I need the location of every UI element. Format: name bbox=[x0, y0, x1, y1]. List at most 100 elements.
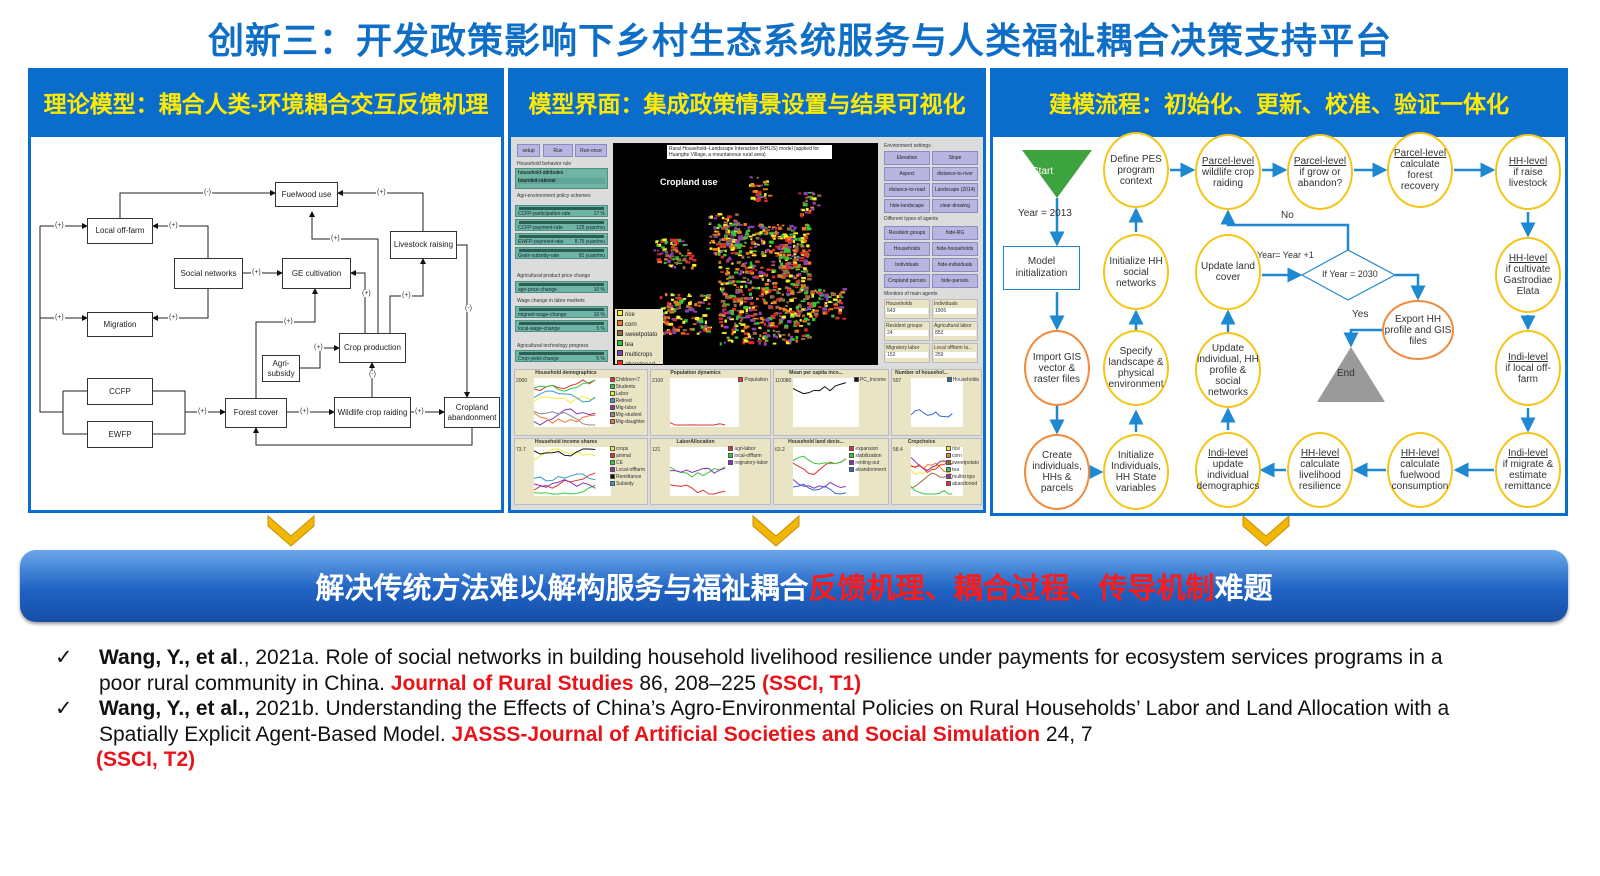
parcel-mark bbox=[801, 227, 807, 231]
agent-button[interactable]: hide-individuals bbox=[932, 258, 978, 272]
plot-series-line bbox=[911, 457, 952, 470]
parcel-mark bbox=[793, 226, 797, 230]
agent-button[interactable]: hide-households bbox=[932, 242, 978, 256]
env-button[interactable]: Slope bbox=[932, 151, 978, 165]
parcel-mark bbox=[743, 262, 748, 265]
plot-series-line bbox=[670, 468, 725, 473]
parcel-mark bbox=[760, 266, 764, 269]
parcel-mark bbox=[687, 252, 692, 255]
parcel-mark bbox=[761, 254, 767, 257]
agent-button[interactable]: Households bbox=[884, 242, 930, 256]
parcel-mark bbox=[758, 270, 763, 275]
step-text: Export HH profile and GIS files bbox=[1384, 313, 1452, 347]
parcel-mark bbox=[762, 240, 766, 245]
parcel-mark bbox=[743, 332, 748, 335]
parcel-mark bbox=[792, 297, 798, 299]
agent-button[interactable]: hide-RG bbox=[932, 226, 978, 240]
env-button[interactable]: Landscape (2014) bbox=[932, 183, 978, 197]
parcel-mark bbox=[760, 277, 763, 280]
env-button[interactable]: Elevation bbox=[884, 151, 930, 165]
cropland-map[interactable]: Rural Household–Landscape Interaction (R… bbox=[613, 143, 878, 365]
env-button[interactable]: distance-to-road bbox=[884, 183, 930, 197]
parcel-mark bbox=[668, 329, 672, 333]
parcel-mark bbox=[723, 311, 727, 315]
link-sign: (+) bbox=[361, 290, 372, 297]
env-button[interactable]: clear-drawing bbox=[932, 199, 978, 213]
parcel-mark bbox=[795, 305, 799, 310]
parcel-mark bbox=[816, 301, 820, 304]
connector-line bbox=[152, 289, 209, 321]
legend-swatch bbox=[610, 460, 615, 466]
plot-legend-item: abandoned bbox=[946, 481, 979, 488]
parcel-mark bbox=[749, 334, 752, 336]
parcel-mark bbox=[842, 317, 847, 320]
parcel-mark bbox=[760, 317, 764, 321]
parcel-mark bbox=[667, 301, 670, 306]
parcel-mark bbox=[803, 233, 807, 237]
env-button[interactable]: distance-to-river bbox=[932, 167, 978, 181]
parcel-mark bbox=[733, 303, 737, 307]
parcel-mark bbox=[786, 253, 792, 257]
parcel-mark bbox=[748, 340, 754, 345]
reference-volume: 24, 7 bbox=[1040, 722, 1093, 746]
parcel-mark bbox=[673, 308, 677, 313]
parcel-mark bbox=[764, 290, 769, 294]
parcel-mark bbox=[812, 201, 816, 205]
legend-label: expansion bbox=[855, 446, 879, 452]
plot-legend-item: Remittance bbox=[610, 474, 645, 481]
parcel-mark bbox=[735, 240, 740, 245]
parcel-mark bbox=[801, 308, 806, 311]
parcel-mark bbox=[838, 308, 843, 312]
parcel-mark bbox=[676, 258, 682, 262]
agent-button[interactable]: Cropland parcels bbox=[884, 274, 930, 288]
parcel-mark bbox=[802, 249, 806, 252]
agent-button[interactable]: Individuals bbox=[884, 258, 930, 272]
agent-button[interactable]: hide-parcels bbox=[932, 274, 978, 288]
parcel-mark bbox=[778, 299, 782, 302]
slider-value: 17 % bbox=[593, 211, 605, 217]
parcel-mark bbox=[772, 237, 776, 240]
parcel-mark bbox=[662, 238, 667, 242]
parcel-mark bbox=[740, 285, 744, 289]
parcel-mark bbox=[794, 237, 798, 241]
parcel-mark bbox=[734, 325, 739, 328]
env-button[interactable]: hide-landscape bbox=[884, 199, 930, 213]
plot-title: Mean per capita inco... bbox=[789, 370, 843, 376]
reference-item: ✓ Wang, Y., et al., 2021b. Understanding… bbox=[55, 696, 1475, 773]
parcel-mark bbox=[741, 245, 746, 247]
parcel-mark bbox=[771, 260, 776, 263]
parcel-mark bbox=[793, 249, 798, 253]
parcel-mark bbox=[764, 199, 768, 203]
parcel-mark bbox=[714, 230, 718, 233]
parcel-mark bbox=[763, 298, 766, 303]
parcel-mark bbox=[715, 242, 721, 246]
parcel-mark bbox=[784, 286, 789, 289]
legend-swatch bbox=[617, 310, 623, 316]
year-init-label: Year = 2013 bbox=[1018, 208, 1072, 219]
plot-series-line bbox=[911, 487, 952, 495]
parcel-mark bbox=[656, 258, 661, 261]
model-setup-button[interactable]: setup bbox=[517, 144, 540, 157]
parcel-mark bbox=[797, 282, 800, 286]
parcel-mark bbox=[769, 324, 774, 328]
agent-button[interactable]: Resident groups bbox=[884, 226, 930, 240]
model-run-button[interactable]: Run bbox=[543, 144, 573, 157]
model-run-once-button[interactable]: Run-once bbox=[575, 144, 607, 157]
parcel-mark bbox=[822, 307, 827, 311]
parcel-mark bbox=[720, 249, 726, 252]
env-button[interactable]: Aspect bbox=[884, 167, 930, 181]
parcel-mark bbox=[723, 221, 729, 224]
slider-value: 5 % bbox=[596, 356, 605, 362]
parcel-mark bbox=[664, 242, 668, 245]
parcel-mark bbox=[729, 294, 734, 297]
